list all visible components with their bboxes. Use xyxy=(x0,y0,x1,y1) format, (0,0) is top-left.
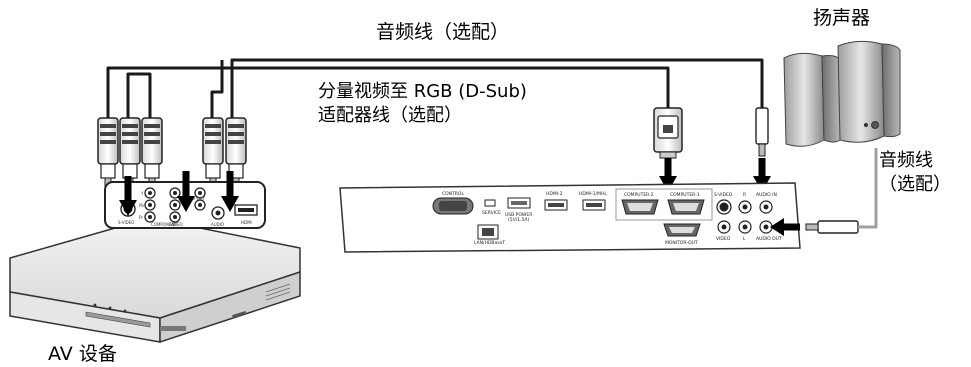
svg-text:HDMI: HDMI xyxy=(241,220,252,225)
svg-text:USB POWER: USB POWER xyxy=(505,212,532,218)
svg-text:Pr: Pr xyxy=(139,215,143,220)
av-component-ports: Y Pb Pr COMPONENT xyxy=(139,187,177,227)
svg-text:HDMI-2: HDMI-2 xyxy=(546,191,563,197)
svg-text:S-VIDEO: S-VIDEO xyxy=(118,220,134,225)
svg-text:AUDIO OUT: AUDIO OUT xyxy=(756,236,782,242)
component-cable-label-line1: 分量视频至 RGB (D-Sub) xyxy=(318,81,527,102)
component-cable-label-line2: 适配器线（选配） xyxy=(318,105,462,126)
service-port: SERVICE xyxy=(482,199,501,216)
speakers-label: 扬声器 xyxy=(813,7,870,29)
svg-text:VIDEO: VIDEO xyxy=(716,236,731,242)
computer1-port: COMPUTER-1 xyxy=(667,192,705,215)
audio-l-port: L xyxy=(738,220,752,242)
svg-text:SERVICE: SERVICE xyxy=(482,210,501,216)
audio-cable-right-label-line1: 音频线 xyxy=(879,150,933,171)
audio-in-port: AUDIO IN xyxy=(756,192,777,214)
lan-port: LAN/HDBaseT xyxy=(474,224,505,246)
svg-text:MONITOR-OUT: MONITOR-OUT xyxy=(665,240,698,246)
svg-text:R: R xyxy=(743,192,746,198)
audio-cable-right-label-line2: （选配） xyxy=(879,174,951,195)
projector-rear-panel: CONTROL SERVICE USB POWER (5V/1.5A) LAN/… xyxy=(339,182,801,253)
plug-arrows-av xyxy=(119,171,239,216)
av-audio-ports: AV OUT AUDIO xyxy=(190,187,225,227)
hdmi1-port: HDMI-1/MHL xyxy=(579,191,607,211)
audio-out-arrow xyxy=(770,218,800,236)
svg-text:L: L xyxy=(743,236,746,242)
audio-cable-top-label: 音频线（选配） xyxy=(376,21,509,43)
svg-text:VIDEO: VIDEO xyxy=(170,222,183,227)
svg-text:CONTROL: CONTROL xyxy=(442,191,464,197)
svg-text:COMPUTER-2: COMPUTER-2 xyxy=(624,192,654,198)
audio-cable-top xyxy=(230,58,764,145)
svg-text:Pb: Pb xyxy=(139,203,144,208)
audio-out-plug xyxy=(805,220,859,234)
svg-text:AUDIO: AUDIO xyxy=(211,222,224,227)
svg-text:COMPUTER-1: COMPUTER-1 xyxy=(670,192,700,198)
hdmi2-port: HDMI-2 xyxy=(544,191,568,211)
speaker-left xyxy=(783,52,841,147)
svg-text:S-VIDEO: S-VIDEO xyxy=(714,192,733,198)
control-port: CONTROL xyxy=(432,191,474,215)
audio-jack-plug xyxy=(755,107,769,157)
av-device xyxy=(9,217,301,344)
svg-text:LAN/HDBaseT: LAN/HDBaseT xyxy=(474,240,505,246)
svg-text:(5V/1.5A): (5V/1.5A) xyxy=(508,217,529,223)
svg-text:COMPONENT: COMPONENT xyxy=(151,222,177,227)
svg-text:AUDIO IN: AUDIO IN xyxy=(756,192,777,198)
speakers xyxy=(783,40,901,147)
computer2-port: COMPUTER-2 xyxy=(621,192,659,215)
monitor-out-port: MONITOR-OUT xyxy=(663,223,701,246)
s-video-port: S-VIDEO xyxy=(714,192,733,215)
svg-text:AV OUT: AV OUT xyxy=(190,196,206,201)
speaker-right xyxy=(837,40,901,143)
component-rca-plugs xyxy=(97,117,163,189)
vga-plug xyxy=(653,107,683,159)
av-video-ports: VIDEO xyxy=(169,187,183,227)
audio-r-port: R xyxy=(738,192,752,214)
usb-power-port: USB POWER (5V/1.5A) xyxy=(505,197,532,223)
speaker-cable xyxy=(858,148,878,229)
svg-text:HDMI-1/MHL: HDMI-1/MHL xyxy=(579,191,607,197)
audio-rca-plugs xyxy=(202,117,247,189)
av-device-label: AV 设备 xyxy=(48,343,117,365)
svg-text:Y: Y xyxy=(140,191,144,196)
av-hdmi-port: HDMI xyxy=(234,204,258,225)
video-port: VIDEO xyxy=(716,220,731,242)
